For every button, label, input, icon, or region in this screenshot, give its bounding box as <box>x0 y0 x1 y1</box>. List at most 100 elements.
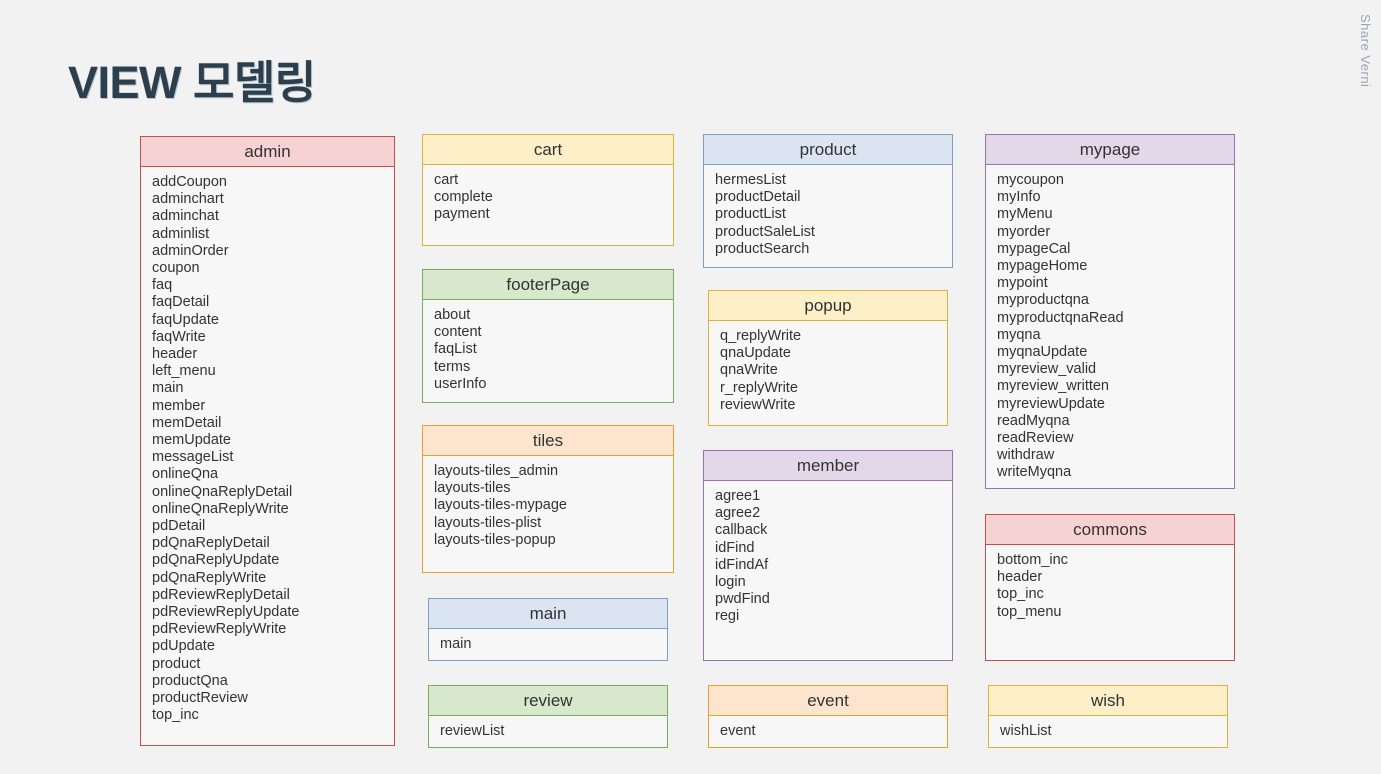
entity-item: main <box>440 636 472 652</box>
entity-item: myqnaUpdate <box>997 344 1088 361</box>
entity-title-product: product <box>703 134 953 165</box>
entity-item: myreviewUpdate <box>997 395 1105 412</box>
entity-event[interactable]: event event <box>708 685 948 748</box>
entity-item: myqna <box>997 326 1041 343</box>
entity-item: mycoupon <box>997 172 1064 188</box>
entity-item: complete <box>434 189 493 206</box>
entity-item: pdDetail <box>152 518 206 535</box>
entity-item: cart <box>434 172 459 188</box>
entity-item: top_menu <box>997 603 1062 620</box>
entity-item: pdReviewReplyDetail <box>152 586 290 603</box>
entity-item: r_replyWrite <box>720 379 798 396</box>
entity-item: wishList <box>1000 723 1052 739</box>
entity-item: qnaUpdate <box>720 345 791 362</box>
entity-item: hermesList <box>715 172 786 188</box>
entity-item: userInfo <box>434 375 487 392</box>
entity-item: myorder <box>997 223 1051 240</box>
entity-item: left_menu <box>152 363 216 380</box>
entity-item: adminchart <box>152 191 224 208</box>
watermark-label: Share Verni <box>1358 14 1373 88</box>
entity-item: header <box>152 346 198 363</box>
entity-title-footerPage: footerPage <box>422 269 674 300</box>
entity-item: faqList <box>434 341 477 358</box>
entity-item: memUpdate <box>152 432 231 449</box>
entity-item: qnaWrite <box>720 362 778 379</box>
entity-body-main: main <box>428 629 668 661</box>
entity-item: idFind <box>715 539 755 556</box>
entity-item: readMyqna <box>997 412 1070 429</box>
entity-review[interactable]: review reviewList <box>428 685 668 748</box>
entity-item: myreview_written <box>997 378 1109 395</box>
entity-title-tiles: tiles <box>422 425 674 456</box>
entity-title-mypage: mypage <box>985 134 1235 165</box>
entity-item: productSaleList <box>715 223 815 240</box>
entity-body-wish: wishList <box>988 716 1228 748</box>
entity-item: top_inc <box>997 586 1044 603</box>
entity-title-commons: commons <box>985 514 1235 545</box>
entity-item: about <box>434 307 471 323</box>
entity-item: mypoint <box>997 275 1048 292</box>
entity-item: faqDetail <box>152 294 210 311</box>
entity-item: faqWrite <box>152 328 206 345</box>
entity-item: productList <box>715 206 786 223</box>
entity-item: pdReviewReplyUpdate <box>152 604 300 621</box>
entity-item: pdReviewReplyWrite <box>152 621 287 638</box>
entity-item: productQna <box>152 672 228 689</box>
entity-item: callback <box>715 522 768 539</box>
entity-item: productSearch <box>715 240 810 257</box>
entity-item: pdQnaReplyUpdate <box>152 552 280 569</box>
entity-item: pdQnaReplyWrite <box>152 569 267 586</box>
entity-item: reviewList <box>440 723 505 739</box>
entity-item: layouts-tiles <box>434 480 511 497</box>
entity-title-review: review <box>428 685 668 716</box>
entity-item: productDetail <box>715 189 801 206</box>
entity-item: memDetail <box>152 414 222 431</box>
entity-item: payment <box>434 206 490 223</box>
page-title: VIEW 모델링 <box>68 57 316 108</box>
entity-body-review: reviewList <box>428 716 668 748</box>
entity-item: faqUpdate <box>152 311 219 328</box>
entity-title-event: event <box>708 685 948 716</box>
entity-item: layouts-tiles-popup <box>434 531 556 548</box>
entity-title-member: member <box>703 450 953 481</box>
entity-item: pdUpdate <box>152 638 215 655</box>
entity-item: product <box>152 655 201 672</box>
entity-item: myMenu <box>997 206 1053 223</box>
entity-item: onlineQna <box>152 466 219 483</box>
entity-item: adminOrder <box>152 242 229 259</box>
entity-item: pwdFind <box>715 591 770 608</box>
entity-item: myproductqnaRead <box>997 309 1124 326</box>
entity-title-popup: popup <box>708 290 948 321</box>
entity-item: layouts-tiles-mypage <box>434 497 567 514</box>
entity-item: content <box>434 324 482 341</box>
entity-item: agree1 <box>715 488 761 504</box>
entity-item: readReview <box>997 430 1074 447</box>
entity-item: faq <box>152 277 173 294</box>
entity-item: reviewWrite <box>720 396 796 413</box>
entity-body-event: event <box>708 716 948 748</box>
entity-item: onlineQnaReplyWrite <box>152 500 289 517</box>
entity-item: myproductqna <box>997 292 1089 309</box>
entity-item: mypageHome <box>997 258 1088 275</box>
entity-item: myreview_valid <box>997 361 1097 378</box>
entity-item: event <box>720 723 756 739</box>
